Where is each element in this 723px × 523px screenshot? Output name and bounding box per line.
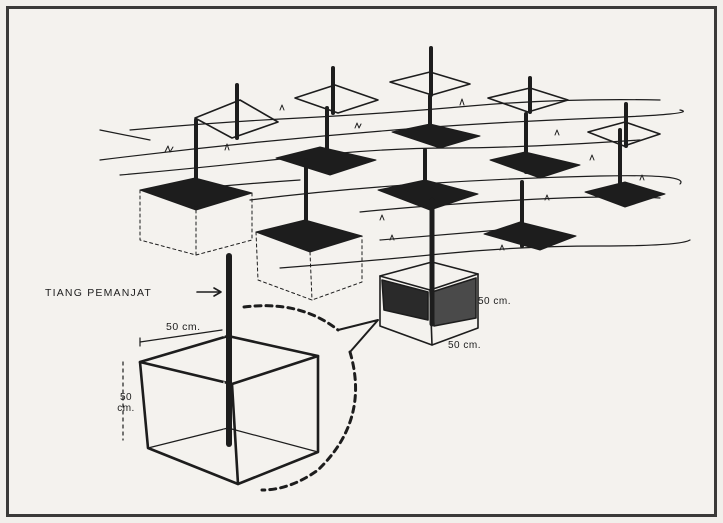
pit-walls — [139, 189, 363, 301]
connector — [242, 304, 357, 492]
outlined-plots — [194, 71, 661, 147]
large-cube — [138, 334, 320, 486]
small-pit-detail — [379, 261, 479, 346]
stakes — [194, 46, 628, 250]
connector-notch — [337, 319, 379, 353]
label-small-pit-depth: 50 cm. — [448, 340, 482, 351]
label-tiang-pemanjat: TIANG PEMANJAT — [45, 287, 153, 299]
dimension-lines — [122, 329, 223, 441]
arrow-right-icon — [196, 287, 222, 297]
label-small-pit-width: 50 cm. — [478, 296, 512, 307]
grass-tufts — [164, 98, 645, 251]
label-big-pit-width: 50 cm. — [166, 321, 201, 333]
label-big-pit-height: 50 cm. — [117, 392, 135, 414]
